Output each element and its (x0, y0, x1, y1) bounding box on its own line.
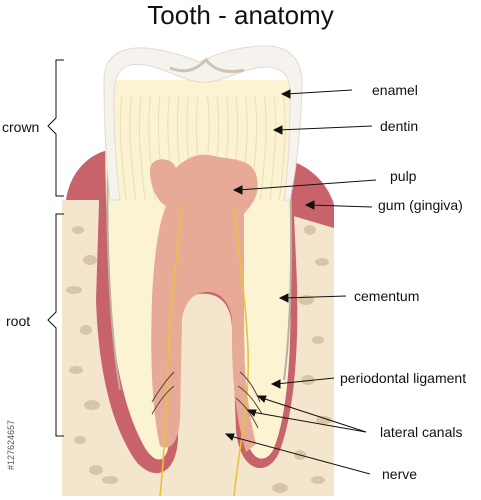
label-pulp: pulp (390, 168, 417, 184)
dentin-tubule (138, 95, 146, 201)
bone-spot (89, 465, 103, 475)
bone-spot (72, 226, 84, 234)
pulp-chamber (150, 154, 258, 452)
bone-spot (80, 325, 92, 335)
bone-spot (102, 476, 118, 484)
bone-spot (66, 286, 82, 294)
label-dentin: dentin (380, 118, 419, 134)
label-gum: gum (gingiva) (378, 197, 463, 213)
bone-spot (312, 336, 324, 344)
diagram-title: Tooth - anatomy (147, 0, 334, 30)
stock-id: #127624657 (6, 419, 16, 470)
bone-spot (83, 255, 97, 265)
bone-spots (66, 225, 332, 493)
root-bracket (47, 213, 64, 437)
label-nerve: nerve (382, 466, 418, 482)
bone-spot (69, 366, 83, 374)
label-lateral-canals: lateral canals (380, 424, 463, 440)
nerve-strand-right (233, 205, 250, 497)
label-cementum: cementum (354, 288, 420, 304)
bone-spot (84, 400, 100, 410)
bone-spot (301, 375, 315, 385)
crown-label: crown (2, 119, 40, 135)
bone-spot (311, 476, 325, 484)
bone-spot (74, 436, 86, 444)
label-enamel: enamel (372, 82, 418, 98)
dentin-tubule (279, 95, 286, 201)
dentin-tubule (129, 95, 136, 201)
leader-lines (224, 89, 377, 475)
root-label: root (6, 313, 31, 329)
nerve-strand (159, 203, 183, 497)
dentin-tubule (260, 95, 267, 201)
enamel-groove (169, 57, 245, 74)
bone-spot (304, 225, 316, 235)
gum-right (285, 160, 334, 228)
label-periodontal-ligament: periodontal ligament (340, 370, 467, 386)
bone-spot (315, 258, 329, 266)
lateral-canals (151, 371, 263, 429)
dentin-tubule (119, 95, 127, 201)
bone-spot (272, 483, 288, 493)
bone-spot (316, 416, 332, 424)
bone-spot (298, 295, 314, 305)
crown-bracket (47, 59, 64, 197)
